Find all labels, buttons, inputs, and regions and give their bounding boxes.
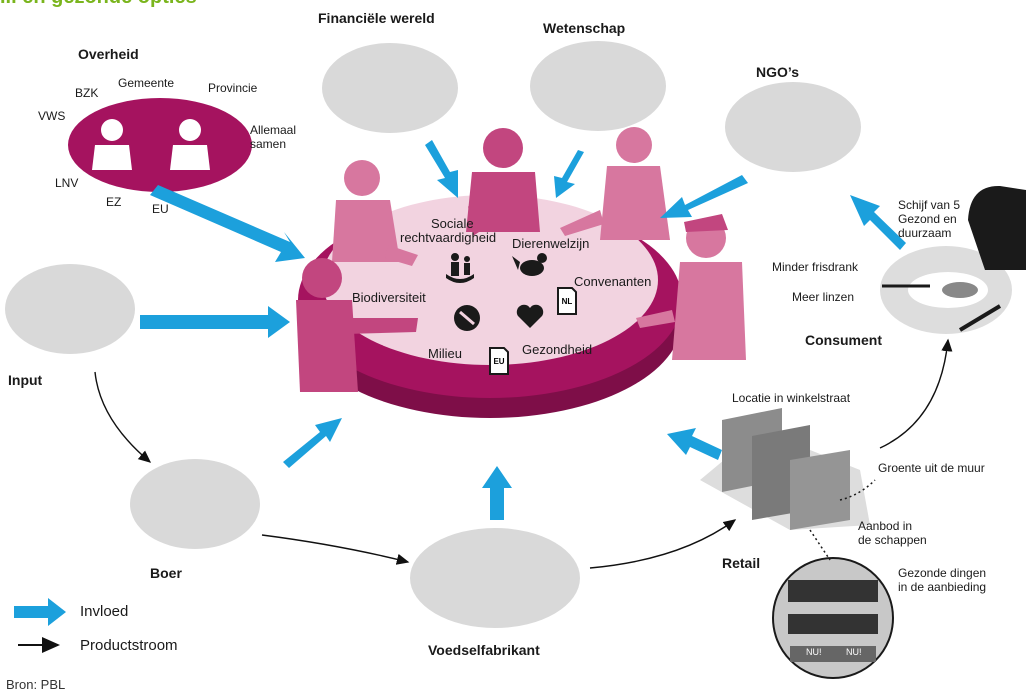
label-retail: Retail xyxy=(722,555,761,571)
social-justice-icon xyxy=(446,253,474,283)
topic-biodiversiteit: Biodiversiteit xyxy=(352,290,426,305)
topic-convenanten: Convenanten xyxy=(574,274,652,289)
government-people-icon xyxy=(92,119,210,170)
arrow-boer xyxy=(283,418,342,468)
flow-input-boer xyxy=(94,371,152,463)
topic-sociale-2: rechtvaardigheid xyxy=(400,230,497,245)
arrow-voedselfabrikant xyxy=(482,466,512,520)
label-input: Input xyxy=(8,372,43,388)
lentils xyxy=(942,282,978,298)
arrow-input xyxy=(140,306,290,338)
legend-productstroom: Productstroom xyxy=(80,637,178,654)
label-consument: Consument xyxy=(805,332,882,348)
aanbod-connector xyxy=(809,529,831,561)
label-eu: EU xyxy=(152,202,169,216)
label-vws: VWS xyxy=(38,109,66,123)
person-left xyxy=(332,160,418,266)
label-ngos: NGO’s xyxy=(756,64,800,80)
retail-buildings-icon xyxy=(722,408,850,530)
eu-badge-text: EU xyxy=(493,357,504,366)
note-aanbod-1: Aanbod in xyxy=(858,519,913,533)
person-front-left xyxy=(296,258,418,392)
knife-icon xyxy=(958,304,1002,332)
wetenschap-bubble xyxy=(530,41,666,131)
person-bearded xyxy=(466,128,540,236)
product-flow xyxy=(94,338,953,569)
boer-bubble xyxy=(130,459,260,549)
label-overheid: Overheid xyxy=(78,46,139,62)
label-bzk: BZK xyxy=(75,86,99,100)
topic-gezondheid: Gezondheid xyxy=(522,342,593,357)
shelf-detail-circle xyxy=(772,557,894,679)
financiele-wereld-bubble xyxy=(322,43,458,133)
note-aanbod-2: de schappen xyxy=(858,533,927,547)
flow-retail-consument xyxy=(879,338,953,449)
note-schijf-1: Schijf van 5 xyxy=(898,198,961,212)
label-financiele-wereld: Financiële wereld xyxy=(318,10,435,26)
shelf-tag-2: NU! xyxy=(846,647,862,657)
topic-dierenwelzijn: Dierenwelzijn xyxy=(512,236,590,251)
watermark: pbl.nl xyxy=(648,407,674,428)
arrow-consument xyxy=(850,195,906,250)
person-cap xyxy=(636,214,746,360)
nl-badge-text: NL xyxy=(562,297,573,306)
arrow-overheid xyxy=(150,185,305,262)
heart-icon xyxy=(516,304,544,328)
voedselfabrikant-bubble xyxy=(410,528,580,628)
person-woman xyxy=(560,127,670,240)
label-voedselfabrikant: Voedselfabrikant xyxy=(428,642,540,658)
label-lnv: LNV xyxy=(55,176,79,190)
input-bubble xyxy=(5,264,135,354)
ngos-bubble xyxy=(725,82,861,172)
note-locatie: Locatie in winkelstraat xyxy=(732,391,851,405)
note-gezonde-1: Gezonde dingen xyxy=(898,566,987,580)
figure-title: ... en gezonde opties xyxy=(0,0,197,9)
label-wetenschap: Wetenschap xyxy=(543,20,626,36)
note-minder-frisdrank: Minder frisdrank xyxy=(772,260,859,274)
label-ez: EZ xyxy=(106,195,122,209)
eu-regulation-icon: EU xyxy=(489,347,509,375)
label-allemaal-1: Allemaal xyxy=(250,123,297,137)
source-note: Bron: PBL xyxy=(6,677,66,692)
label-gemeente: Gemeente xyxy=(118,76,175,90)
label-provincie: Provincie xyxy=(208,81,258,95)
influence-arrows xyxy=(140,140,906,520)
note-schijf-2: Gezond en xyxy=(898,212,957,226)
note-groente: Groente uit de muur xyxy=(878,461,985,475)
note-schijf-3: duurzaam xyxy=(898,226,952,240)
chicken-icon xyxy=(512,253,547,276)
topic-milieu: Milieu xyxy=(428,346,462,361)
legend-blue-arrow-icon xyxy=(14,598,66,626)
flow-boer-fabrikant xyxy=(261,534,410,565)
arrow-wetenschap xyxy=(554,150,584,198)
legend-invloed: Invloed xyxy=(80,603,129,620)
arrow-ngos xyxy=(660,175,748,218)
topic-sociale-1: Sociale xyxy=(431,216,474,231)
label-boer: Boer xyxy=(150,565,182,581)
shelf-tag-1: NU! xyxy=(806,647,822,657)
consumer-woman-icon xyxy=(968,185,1026,270)
note-meer-linzen: Meer linzen xyxy=(792,290,855,304)
label-allemaal-2: samen xyxy=(250,137,287,151)
flow-fabrikant-retail xyxy=(589,519,737,569)
arrow-retail xyxy=(667,428,722,460)
arrow-financiele xyxy=(425,140,458,198)
note-gezonde-2: in de aanbieding xyxy=(898,580,987,594)
groente-connector xyxy=(839,479,876,501)
nl-covenant-icon: NL xyxy=(557,287,577,315)
environment-cycle-icon xyxy=(454,305,480,331)
